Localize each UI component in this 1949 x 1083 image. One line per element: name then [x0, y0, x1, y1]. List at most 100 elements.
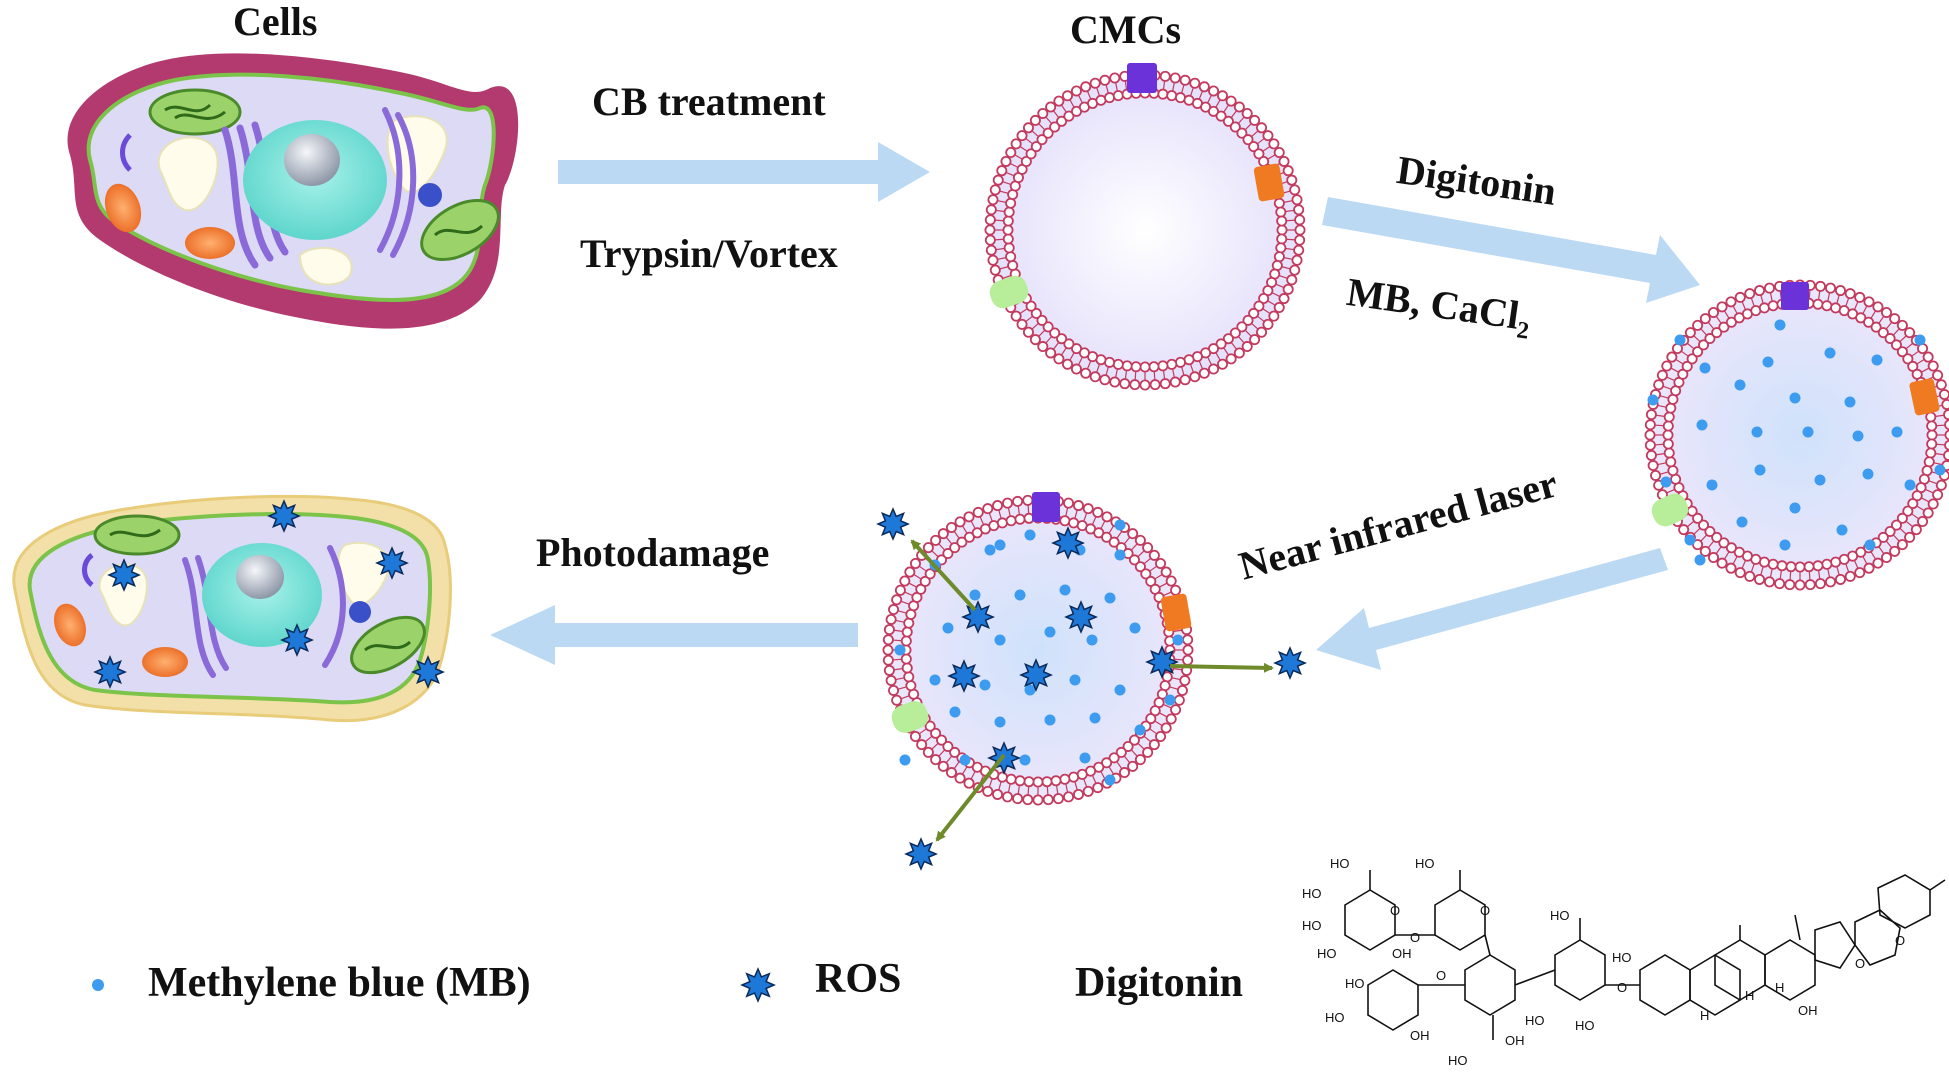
cmc-ros: [876, 492, 1307, 871]
protein-purple: [1127, 63, 1157, 93]
mb-dot: [1824, 347, 1836, 359]
vacuoles: [157, 115, 448, 286]
svg-text:HO: HO: [1330, 856, 1350, 871]
mb-dot: [1694, 554, 1706, 566]
svg-text:H: H: [1745, 988, 1754, 1003]
mb-dot: [979, 679, 991, 691]
digitonin-structure: [1344, 870, 1946, 1040]
mb-dot: [1674, 334, 1686, 346]
digitonin-atoms: HO HO HO HO HO OH O O O HO HO OH O OH HO…: [1302, 856, 1905, 1068]
mb-dot: [1789, 392, 1801, 404]
mb-dot: [1069, 674, 1081, 686]
mb-dot: [959, 754, 971, 766]
svg-text:HO: HO: [1525, 1013, 1545, 1028]
ros-icon: [411, 655, 445, 689]
mb-molecules: [1647, 319, 1946, 566]
mb-dot: [1762, 356, 1774, 368]
label-photodamage: Photodamage: [536, 530, 770, 575]
mb-dot: [1104, 774, 1116, 786]
er: [377, 107, 417, 258]
ros-icon: [947, 659, 981, 693]
mb-dot: [1089, 712, 1101, 724]
mb-dot: [949, 706, 961, 718]
mb-dot: [1754, 464, 1766, 476]
svg-text:OH: OH: [1410, 1028, 1430, 1043]
flow-arrow-1: [558, 142, 930, 202]
mb-dot: [1789, 502, 1801, 514]
svg-text:HO: HO: [1612, 950, 1632, 965]
ros-icon: [1064, 600, 1098, 634]
ros-icon: [107, 558, 141, 592]
svg-text:HO: HO: [1302, 918, 1322, 933]
mb-dot: [1019, 754, 1031, 766]
mb-dot: [984, 544, 996, 556]
label-cb-treatment: CB treatment: [592, 79, 826, 124]
protein-orange: [1909, 378, 1940, 416]
svg-text:O: O: [1390, 903, 1400, 918]
svg-text:HO: HO: [1345, 976, 1365, 991]
protein-green: [891, 701, 929, 733]
mb-dot: [894, 644, 906, 656]
mb-dot: [994, 634, 1006, 646]
ros-icon: [375, 546, 409, 580]
svg-text:HO: HO: [1575, 1018, 1595, 1033]
ros-icon: [1145, 645, 1179, 679]
ros-icon: [961, 600, 995, 634]
mb-dot: [1164, 694, 1176, 706]
svg-text:H: H: [1700, 1008, 1709, 1023]
ros-icon: [904, 837, 938, 871]
protein-green: [989, 275, 1029, 309]
protein-green: [1651, 493, 1689, 527]
cmc-empty: [984, 63, 1306, 391]
mb-dot: [1024, 684, 1036, 696]
svg-text:HO: HO: [1550, 908, 1570, 923]
mb-dot: [899, 754, 911, 766]
label-cells: Cells: [233, 0, 318, 44]
mb-dot: [1044, 714, 1056, 726]
svg-text:O: O: [1855, 956, 1865, 971]
svg-text:OH: OH: [1798, 1003, 1818, 1018]
mb-dot: [929, 674, 941, 686]
svg-text:O: O: [1617, 980, 1627, 995]
legend-digitonin-label: Digitonin: [1075, 960, 1244, 1006]
mb-dot: [1014, 589, 1026, 601]
mb-dot: [1079, 752, 1091, 764]
flow-arrow-3: [1316, 548, 1668, 670]
mb-dot: [1852, 430, 1864, 442]
mb-dot: [1864, 539, 1876, 551]
mb-dot: [994, 716, 1006, 728]
protein-orange: [1160, 593, 1192, 632]
mb-dot: [1172, 634, 1184, 646]
svg-text:O: O: [1410, 930, 1420, 945]
mb-dot: [1779, 539, 1791, 551]
ros-icon: [1273, 646, 1307, 680]
legend-mb-label: Methylene blue (MB): [148, 960, 531, 1006]
mb-dot: [1734, 379, 1746, 391]
svg-text:HO: HO: [1415, 856, 1435, 871]
ros-icon: [740, 967, 776, 1003]
protein-purple: [1032, 492, 1060, 522]
mb-dot: [1647, 394, 1659, 406]
mb-dot: [1871, 354, 1883, 366]
mb-dot: [1660, 476, 1672, 488]
ros-icon: [1051, 526, 1085, 560]
svg-text:HO: HO: [1448, 1053, 1468, 1068]
legend-ros-icon: [740, 967, 776, 1003]
ros-icon: [267, 499, 301, 533]
svg-text:O: O: [1436, 968, 1446, 983]
mb-dot: [942, 622, 954, 634]
nucleolus: [284, 134, 340, 186]
cell-illustration-top: [67, 53, 519, 329]
mb-dot: [1024, 529, 1036, 541]
mb-dot: [1104, 592, 1116, 604]
mb-dot: [1114, 684, 1126, 696]
mitochondrion-2: [185, 227, 235, 259]
lipid-bilayer: [882, 494, 1194, 806]
mb-dot: [1086, 634, 1098, 646]
mb-dot: [1934, 464, 1946, 476]
mb-dot: [1814, 474, 1826, 486]
mb-dot: [1802, 426, 1814, 438]
svg-text:H: H: [1775, 980, 1784, 995]
ros-icon: [1019, 658, 1053, 692]
